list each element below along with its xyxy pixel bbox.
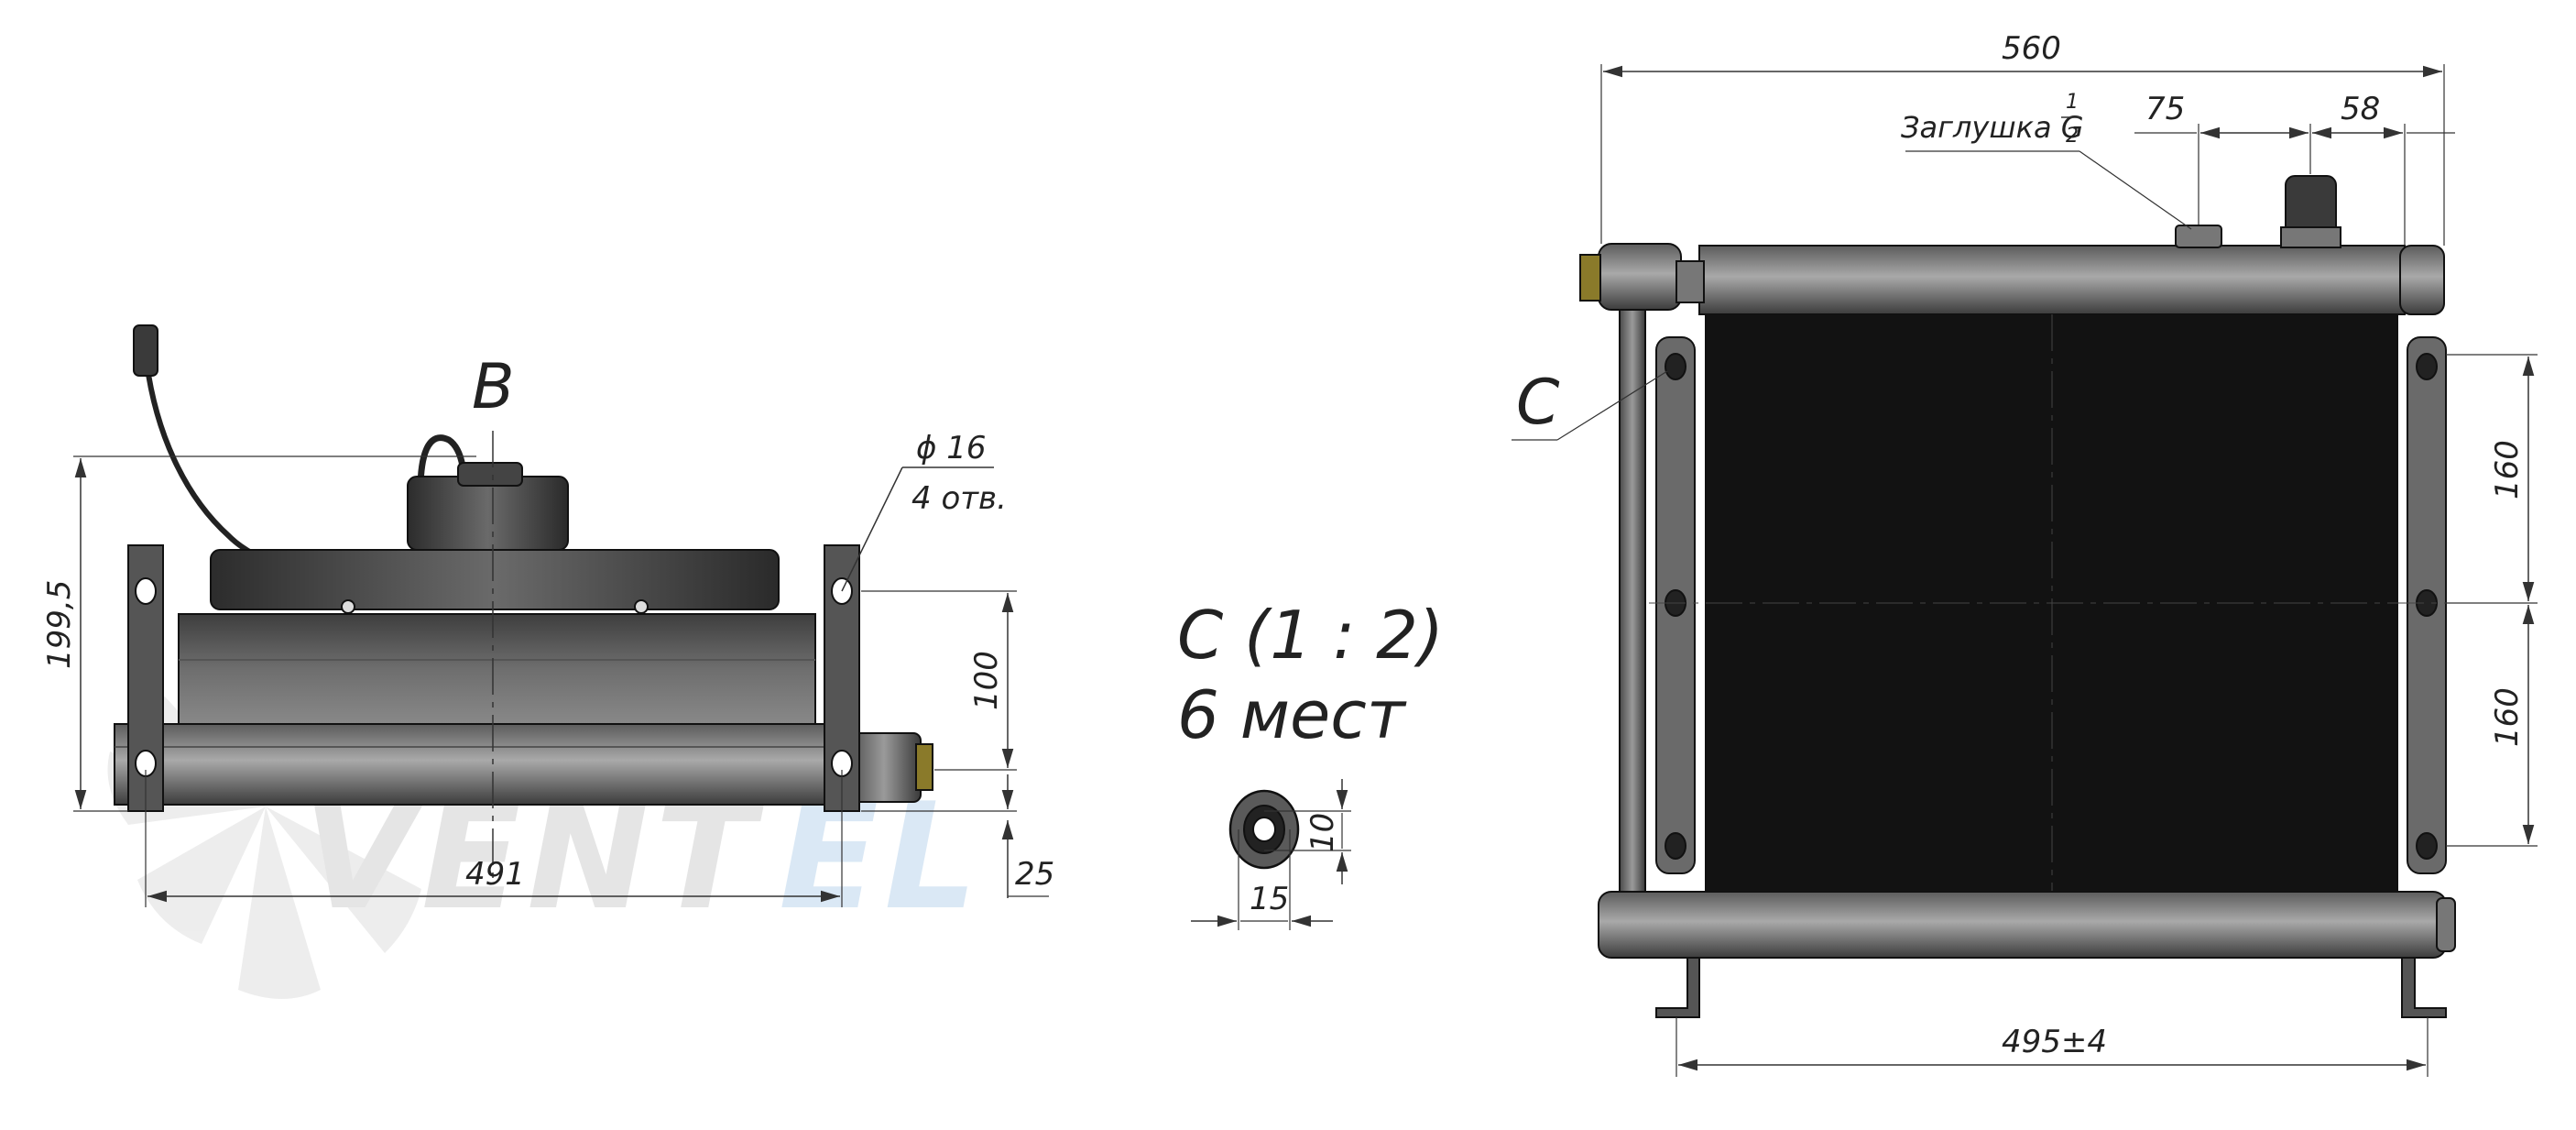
fan-housing <box>178 613 816 725</box>
foot-left <box>1655 957 1700 1018</box>
plug-fraction-numerator: 1 <box>2066 91 2079 114</box>
view-label-b: B <box>472 351 515 423</box>
dim-text-495: 495±4 <box>2002 1024 2107 1060</box>
foot-right <box>2401 957 2447 1018</box>
top-tank <box>1698 245 2406 315</box>
plug-label: Заглушка G <box>1901 110 2084 145</box>
bottom-tank <box>1598 891 2447 959</box>
dim-text-100: 100 <box>968 651 1005 710</box>
dim-text-199-5: 199,5 <box>41 580 78 669</box>
detail-ref-c: C <box>1516 367 1560 439</box>
cable-connector <box>133 324 158 377</box>
dim-text-75: 75 <box>2145 91 2185 127</box>
dim-text-58: 58 <box>2341 91 2380 127</box>
dim-text-160-upper: 160 <box>2489 440 2526 499</box>
plug-fraction-denominator: 2 <box>2066 125 2079 148</box>
mounting-holes <box>1665 353 2438 860</box>
fan-disk <box>210 549 780 610</box>
dim-text-560: 560 <box>2002 30 2061 67</box>
side-view: B ϕ 16 4 отв. 199,5 100 25 491 <box>41 324 1054 907</box>
detail-title-line2: 6 мест <box>1177 676 1407 753</box>
radiator-core <box>114 723 848 806</box>
hole-diameter-label: ϕ 16 <box>916 430 987 466</box>
inlet-fitting <box>1598 243 1682 311</box>
dim-text-491: 491 <box>465 856 525 893</box>
hole-count-label: 4 отв. <box>911 480 1007 517</box>
dim-text-160-lower: 160 <box>2489 687 2526 747</box>
cable <box>144 361 286 571</box>
detail-c: C (1 : 2) 6 мест 10 15 <box>1177 597 1444 930</box>
detail-title-line1: C (1 : 2) <box>1177 597 1444 674</box>
detail-dim-text-10: 10 <box>1304 813 1341 852</box>
motor <box>407 476 569 551</box>
dim-text-25: 25 <box>1015 856 1054 893</box>
front-view: 560 Заглушка G 1 2 75 58 C 160 160 <box>1512 30 2538 1077</box>
left-pipe <box>1619 292 1646 899</box>
detail-dim-text-15: 15 <box>1250 881 1289 917</box>
plug-g-half <box>2175 225 2222 248</box>
